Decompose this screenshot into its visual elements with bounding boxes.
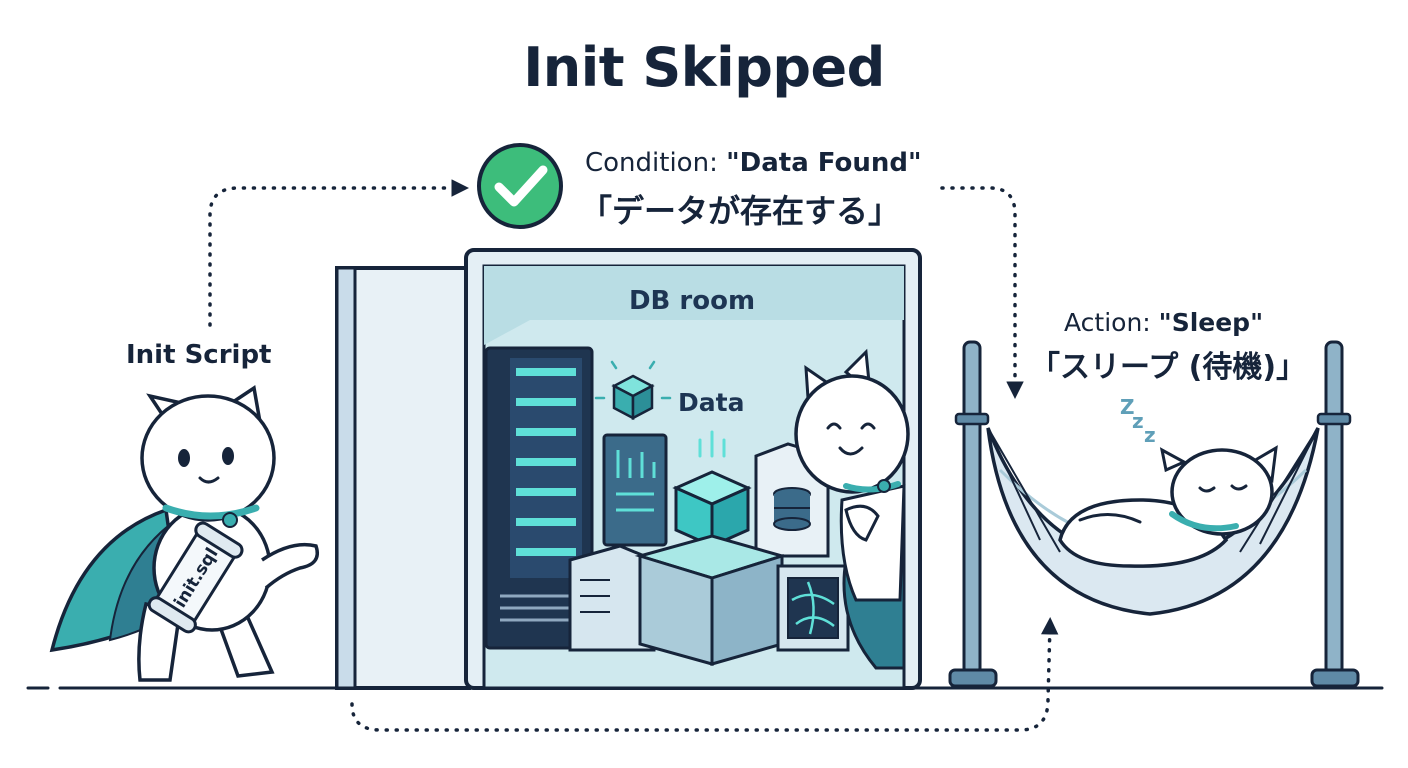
server-rack — [484, 346, 594, 650]
peeking-cat-character — [794, 348, 910, 670]
db-room-label: DB room — [628, 286, 756, 316]
sleep-z-2: z — [1132, 409, 1144, 433]
data-cube-icon — [594, 360, 672, 421]
sleep-z-1: Z — [1120, 395, 1135, 419]
flow-arrow-bottom-loop — [350, 617, 1059, 732]
glowing-data-cube — [672, 430, 752, 549]
sleep-z-3: z — [1144, 423, 1156, 447]
server-tower — [602, 433, 668, 547]
storage-boxes — [568, 534, 850, 666]
condition-prefix: Condition: — [585, 148, 727, 178]
page-title: Init Skipped — [523, 36, 885, 99]
action-japanese: 「スリープ (待機)」 — [1030, 350, 1307, 385]
action-label: Action: "Sleep" — [1064, 308, 1263, 337]
flow-arrow-to-action — [940, 186, 1024, 399]
action-prefix: Action: — [1064, 308, 1159, 337]
action-value: "Sleep" — [1158, 308, 1264, 337]
sleep-zzz-text: Z z z — [1120, 395, 1156, 447]
condition-label: Condition: "Data Found" — [585, 148, 922, 178]
condition-value: "Data Found" — [726, 148, 922, 178]
data-label: Data — [678, 388, 745, 417]
flow-arrow-to-condition — [208, 179, 469, 327]
condition-japanese: 「データが存在する」 — [580, 192, 901, 230]
check-circle-icon — [477, 143, 563, 229]
init-script-label: Init Script — [126, 340, 272, 370]
init-script-cat-character — [49, 385, 319, 682]
sleeping-cat-character — [1058, 445, 1278, 568]
